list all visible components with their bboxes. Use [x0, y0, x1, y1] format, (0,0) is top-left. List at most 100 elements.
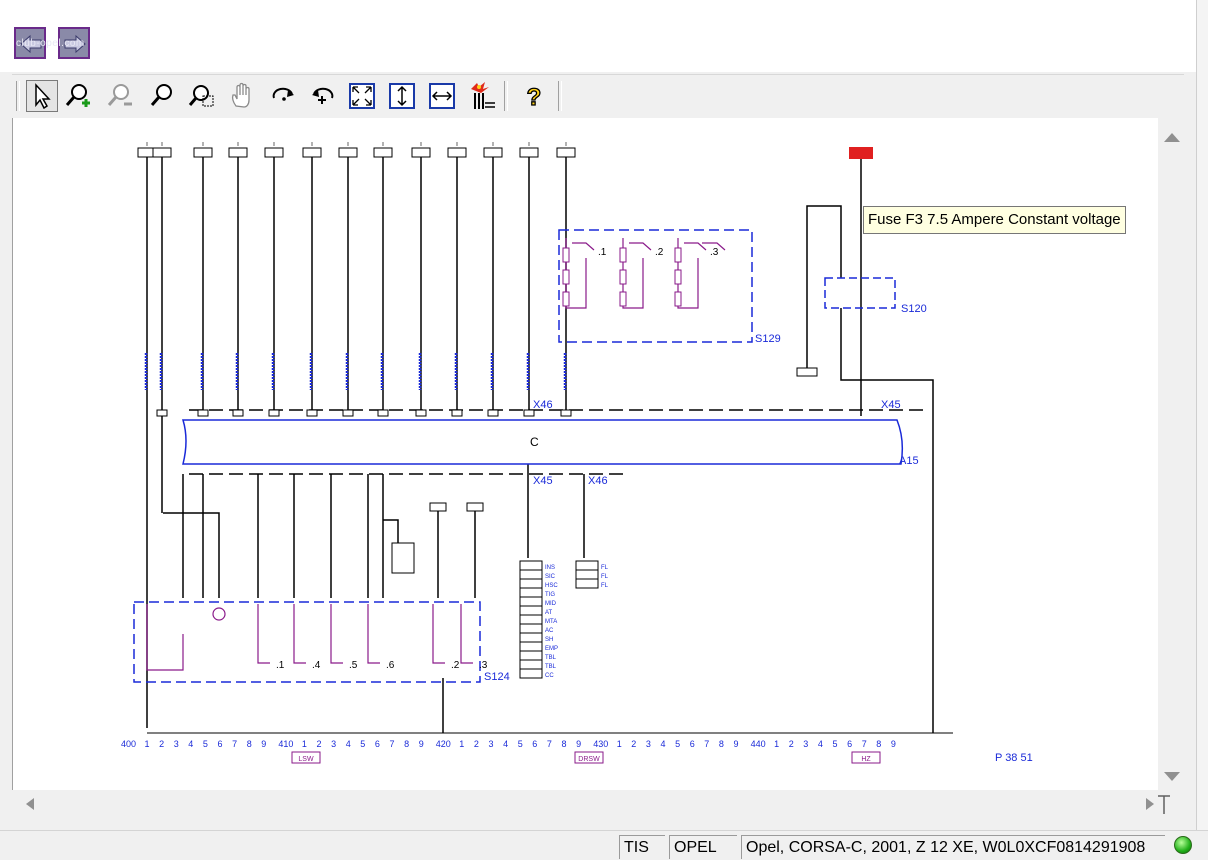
- connector-pin-label: INS: [545, 565, 555, 571]
- connector-pin: [519, 641, 543, 652]
- grid-group-number: 430: [593, 739, 608, 749]
- connector-pin-label: HSC: [545, 583, 558, 589]
- bus-pin: [487, 409, 499, 417]
- grid-cell-number: 1: [774, 739, 779, 749]
- pointer-tool-button[interactable]: [26, 80, 58, 112]
- grid-cell-number: 3: [488, 739, 493, 749]
- connector-pin-label: FL: [601, 574, 609, 580]
- connector-pin: [519, 569, 543, 580]
- grid-group-number: 400: [121, 739, 136, 749]
- fit-height-icon: [389, 83, 415, 109]
- rotate-left-icon: [312, 87, 334, 104]
- zoom-out-icon: [107, 84, 132, 106]
- s124-housing: [133, 601, 481, 683]
- connector-block: [391, 542, 415, 574]
- rotate-left-button[interactable]: [306, 80, 338, 112]
- page-reference-box: [851, 751, 881, 764]
- rotate-right-button[interactable]: [268, 80, 300, 112]
- resize-grip-icon: [1158, 795, 1170, 814]
- forward-button[interactable]: [58, 27, 90, 59]
- horizontal-scrollbar[interactable]: [12, 790, 1186, 818]
- s124-circuit: [432, 604, 445, 664]
- grid-cell-number: 9: [891, 739, 896, 749]
- grid-cell-number: 9: [733, 739, 738, 749]
- fit-width-button[interactable]: [426, 80, 458, 112]
- connector-pin: [575, 569, 599, 580]
- page-reference-box: [291, 751, 321, 764]
- grid-cell-number: 4: [660, 739, 665, 749]
- help-button[interactable]: ?: [518, 80, 550, 112]
- fit-height-button[interactable]: [386, 80, 418, 112]
- grid-cell-number: 2: [631, 739, 636, 749]
- connector-pin: [575, 578, 599, 589]
- s124-circuit: [146, 604, 184, 671]
- zoom-in-button[interactable]: [62, 80, 94, 112]
- fit-width-icon: [429, 83, 455, 109]
- grid-cell-number: 6: [532, 739, 537, 749]
- connector-x45-label: X45: [533, 475, 553, 487]
- lower-wire: [163, 512, 220, 598]
- top-fuse-terminal: [519, 147, 539, 158]
- s124-switch-position: .3: [479, 660, 488, 671]
- right-splitter[interactable]: [1196, 0, 1208, 830]
- fit-all-button[interactable]: [346, 80, 378, 112]
- grid-cell-number: 3: [174, 739, 179, 749]
- grid-cell-number: 8: [404, 739, 409, 749]
- s124-circuit: [257, 604, 270, 664]
- highlight-circuit-button[interactable]: [466, 80, 498, 112]
- pan-button[interactable]: [226, 80, 258, 112]
- page-reference-label: LSW: [298, 756, 314, 763]
- warning-lamp-icon: [212, 607, 226, 621]
- zoom-out-button[interactable]: [104, 80, 136, 112]
- vertical-scrollbar[interactable]: [1158, 118, 1186, 790]
- grid-cell-number: 1: [302, 739, 307, 749]
- connector-x46-label: X46: [588, 475, 608, 487]
- scroll-up-icon[interactable]: [1164, 133, 1180, 142]
- bus-pin: [451, 409, 463, 417]
- s129-resistor: [562, 269, 570, 285]
- navigation-bar: club-opel.com: [0, 0, 1196, 72]
- scroll-right-icon[interactable]: [1146, 798, 1154, 810]
- zoom-window-icon: [188, 85, 214, 107]
- zoom-button[interactable]: [146, 80, 178, 112]
- grid-cell-number: 3: [803, 739, 808, 749]
- s124-circuit: [460, 604, 473, 664]
- grid-cell-number: 6: [847, 739, 852, 749]
- status-system: TIS: [619, 835, 665, 859]
- s129-switch: [702, 242, 726, 251]
- zoom-window-button[interactable]: [186, 80, 218, 112]
- connector-pin-label: MTA: [545, 619, 557, 625]
- page-reference-box: [574, 751, 604, 764]
- grid-cell-number: 2: [316, 739, 321, 749]
- wire-layer: [144, 142, 953, 734]
- toolbar-separator: [504, 81, 508, 111]
- page-reference-label: HZ: [861, 756, 871, 763]
- bus-pin: [342, 409, 354, 417]
- component-layer: [133, 147, 904, 764]
- scroll-left-icon[interactable]: [26, 798, 34, 810]
- s124-switch-position: .4: [312, 660, 321, 671]
- connector-pin: [519, 605, 543, 616]
- s129-housing: [558, 229, 753, 343]
- scroll-down-icon[interactable]: [1164, 772, 1180, 781]
- grid-cell-number: 6: [690, 739, 695, 749]
- fuse-tooltip: Fuse F3 7.5 Ampere Constant voltage: [863, 206, 1126, 234]
- top-fuse-terminal: [264, 147, 284, 158]
- connector-pin-label: FL: [601, 565, 609, 571]
- grid-cell-number: 8: [719, 739, 724, 749]
- s129-resistor: [674, 269, 682, 285]
- grid-cell-number: 1: [459, 739, 464, 749]
- a15-bus: [181, 419, 904, 465]
- bus-pin: [268, 409, 280, 417]
- connector-pin-label: SH: [545, 637, 553, 643]
- s124-switch-position: .1: [276, 660, 285, 671]
- grid-cell-number: 8: [247, 739, 252, 749]
- s129-resistor: [619, 269, 627, 285]
- bus-pin: [156, 409, 168, 417]
- s129-switch-position: .1: [598, 247, 607, 258]
- back-button[interactable]: [14, 27, 46, 59]
- lower-wire: [383, 519, 399, 543]
- component-s120-label: S120: [901, 303, 927, 315]
- connector-pin: [519, 632, 543, 643]
